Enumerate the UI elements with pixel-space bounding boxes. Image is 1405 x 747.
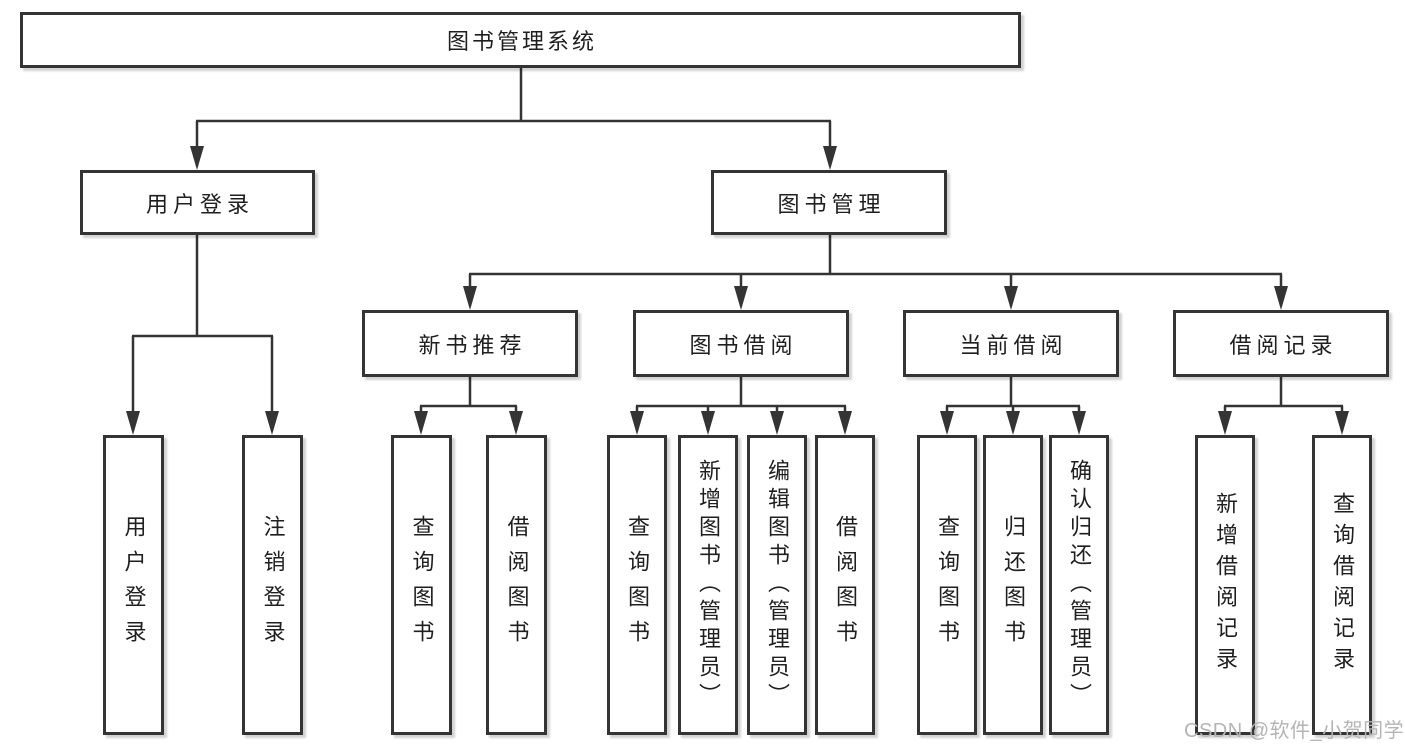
node-label: 归还图书	[1001, 515, 1026, 655]
node-label: 借阅记录	[1229, 332, 1338, 358]
leaf-query-books-borrow: 查询图书	[607, 435, 667, 735]
node-book-management-branch: 图书管理	[711, 170, 947, 235]
node-label: 新书推荐	[418, 332, 527, 358]
node-label: 新增图书（管理员）	[696, 459, 721, 711]
leaf-edit-books-admin: 编辑图书（管理员）	[747, 435, 807, 735]
node-label: 图书借阅	[689, 332, 798, 358]
leaf-logout: 注销登录	[242, 435, 303, 735]
node-root-system: 图书管理系统	[20, 12, 1021, 68]
leaf-query-books-recommend: 查询图书	[391, 435, 452, 735]
node-label: 查询图书	[625, 515, 650, 655]
leaf-add-borrow-record: 新增借阅记录	[1195, 435, 1255, 735]
node-borrow-records: 借阅记录	[1173, 310, 1389, 377]
node-label: 用户登录	[121, 515, 147, 655]
node-label: 确认归还（管理员）	[1067, 459, 1092, 711]
node-label: 查询借阅记录	[1330, 492, 1355, 678]
leaf-query-borrow-record: 查询借阅记录	[1312, 435, 1372, 735]
leaf-user-login: 用户登录	[103, 435, 164, 735]
node-user-login-branch: 用户登录	[80, 170, 315, 235]
node-label: 借阅图书	[504, 515, 530, 655]
node-current-borrow: 当前借阅	[903, 310, 1119, 377]
node-label: 新增借阅记录	[1213, 492, 1238, 678]
arrowheads	[126, 146, 1349, 435]
csdn-watermark: CSDN @软件_小贺同学	[1184, 720, 1405, 742]
leaf-query-books-current: 查询图书	[917, 435, 977, 735]
node-label: 编辑图书（管理员）	[765, 459, 790, 711]
leaf-return-books: 归还图书	[983, 435, 1043, 735]
node-label: 用户登录	[145, 191, 254, 217]
node-label: 注销登录	[260, 515, 286, 655]
leaf-borrow-books-recommend: 借阅图书	[486, 435, 547, 735]
leaf-borrow-books: 借阅图书	[815, 435, 875, 735]
node-label: 借阅图书	[833, 515, 858, 655]
node-label: 图书管理	[777, 191, 886, 217]
node-new-book-recommend: 新书推荐	[362, 310, 578, 377]
leaf-confirm-return-admin: 确认归还（管理员）	[1049, 435, 1109, 735]
node-label: 图书管理系统	[446, 29, 597, 54]
node-book-borrow: 图书借阅	[633, 310, 849, 377]
node-label: 查询图书	[935, 515, 960, 655]
node-label: 查询图书	[409, 515, 435, 655]
leaf-add-books-admin: 新增图书（管理员）	[678, 435, 738, 735]
node-label: 当前借阅	[959, 332, 1068, 358]
